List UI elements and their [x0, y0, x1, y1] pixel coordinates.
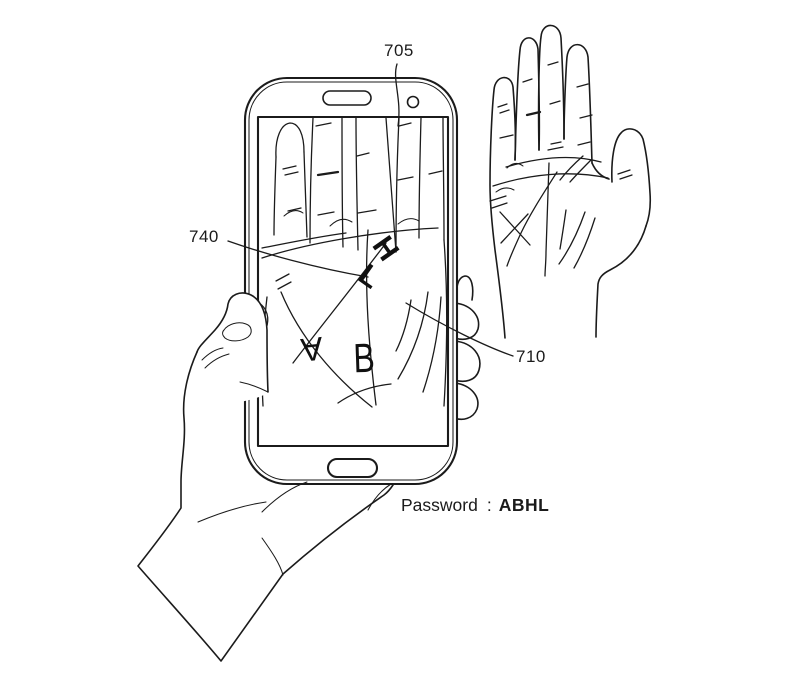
ref-label-740: 740 [189, 227, 219, 246]
phone-front-camera [406, 95, 420, 109]
screen-letter-a: A [299, 329, 325, 370]
password-value: ABHL [498, 495, 550, 515]
phone-bezel-inner-line [248, 81, 454, 481]
password-caption-label: Password [401, 495, 478, 515]
password-caption-separator: : [486, 495, 492, 515]
holding-hand-drawing [137, 292, 394, 662]
target-hand-drawing [489, 24, 652, 339]
leader-line-710 [405, 302, 514, 357]
holding-hand-fingertips [454, 275, 481, 421]
screen-letter-b: B [352, 334, 376, 382]
phone-drawing [243, 76, 459, 486]
phone-home-button [326, 457, 379, 479]
ref-label-710: 710 [516, 347, 546, 366]
leader-lines [227, 63, 514, 357]
leader-line-740 [227, 240, 369, 278]
phone-speaker [322, 90, 372, 106]
leader-line-705 [394, 63, 400, 127]
ref-label-705: 705 [384, 41, 414, 60]
password-caption: Password: ABHL [401, 495, 549, 516]
